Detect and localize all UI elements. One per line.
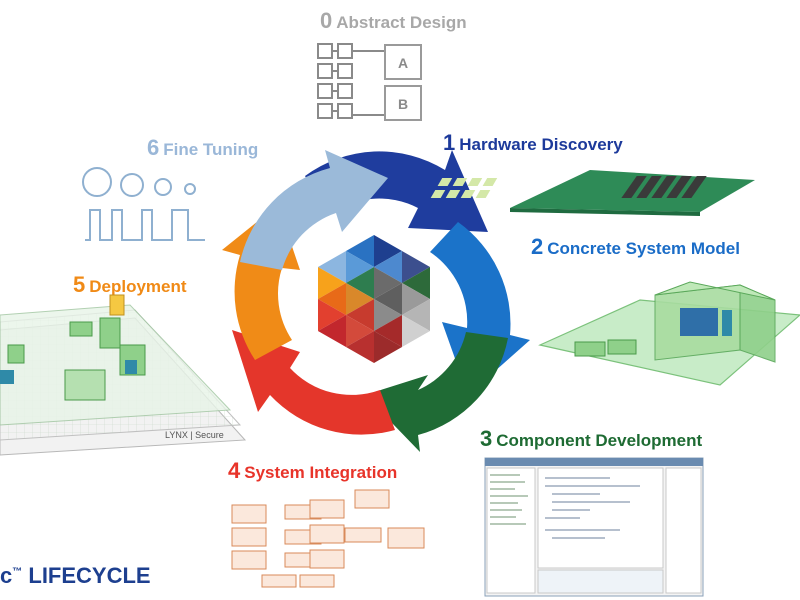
ring-arrow-concrete: [430, 222, 530, 395]
system-model-illustration: [538, 281, 800, 386]
lifecycle-footer-title: c™ LIFECYCLE: [0, 563, 151, 589]
ring-arrow-finetuning: [240, 150, 388, 270]
hexagon-logo: [318, 235, 430, 363]
hardware-board-illustration: [430, 170, 755, 216]
abstract-box-a: A: [398, 55, 408, 71]
stage-1-title: Hardware Discovery: [459, 135, 623, 154]
stage-3-title: Component Development: [496, 431, 703, 450]
stage-5-title: Deployment: [89, 277, 187, 296]
stage-4-title: System Integration: [244, 463, 398, 482]
stage-2-number: 2: [531, 234, 544, 259]
stage-2-title: Concrete System Model: [547, 239, 740, 258]
trademark-symbol: ™: [12, 566, 23, 578]
abstract-box-b: B: [398, 96, 408, 112]
stage-5-number: 5: [73, 272, 86, 297]
footer-prefix: c: [0, 563, 13, 588]
deployment-caption: LYNX | Secure: [165, 430, 224, 440]
stage-0-number: 0: [320, 8, 333, 33]
ide-screenshot-illustration: [484, 457, 704, 597]
fine-tuning-waveform: [82, 167, 205, 241]
stage-4-number: 4: [228, 458, 241, 483]
deployment-layers-illustration: [0, 294, 247, 456]
stage-6-title: Fine Tuning: [163, 140, 259, 159]
stage-3-number: 3: [480, 426, 493, 451]
footer-text: LIFECYCLE: [28, 563, 151, 588]
stage-1-number: 1: [443, 130, 456, 155]
integration-flowchart: [231, 489, 425, 588]
ring-arrow-component: [365, 332, 508, 452]
stage-0-title: Abstract Design: [336, 13, 467, 32]
lifecycle-ring: [222, 150, 530, 452]
abstract-design-diagram: [317, 43, 422, 121]
stage-6-number: 6: [147, 135, 160, 160]
ring-arrow-integration: [232, 330, 395, 435]
